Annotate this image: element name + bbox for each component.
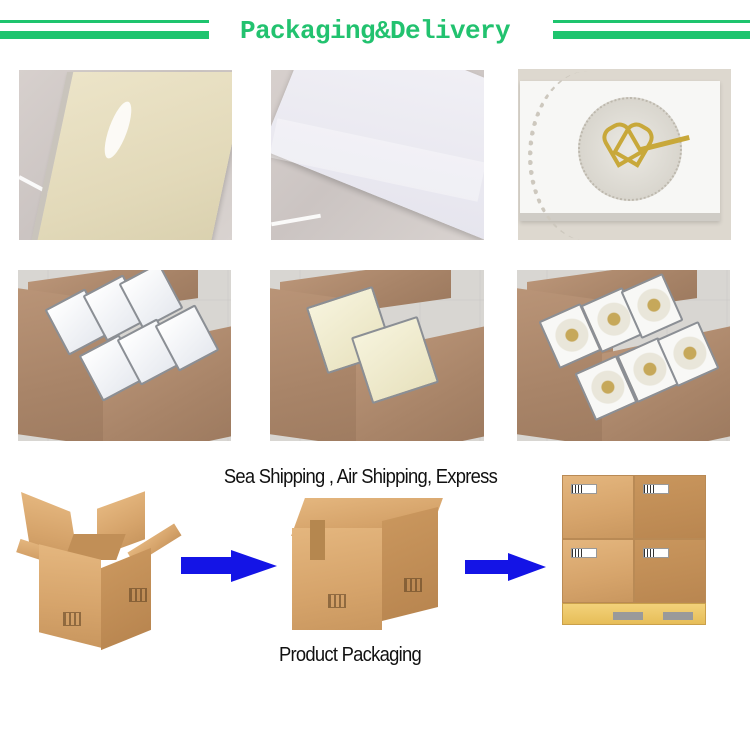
photo-embossed-card <box>518 69 731 240</box>
photo-carton-cream-cards <box>270 270 484 441</box>
barcode-label-icon <box>571 548 597 558</box>
lace-circle <box>578 97 682 201</box>
header-rule-right-thick <box>553 31 750 39</box>
product-packaging-label: Product Packaging <box>279 644 422 666</box>
pallet-carton <box>562 475 634 539</box>
photo-carton-white-packs <box>18 270 231 441</box>
sealed-carton-illustration <box>291 498 443 630</box>
wooden-pallet <box>562 603 706 625</box>
photo-carton-embossed-cards <box>517 270 730 441</box>
floor-light-reflection <box>271 213 321 227</box>
handling-symbols-icon <box>129 588 147 602</box>
arrow-right-icon <box>181 550 277 582</box>
header-rule-left-thick <box>0 31 209 39</box>
pallet-carton <box>634 539 706 603</box>
cream-paper-stack <box>26 72 232 240</box>
header-rule-left-thin <box>0 20 209 23</box>
barcode-label-icon <box>643 548 669 558</box>
palletized-cartons-illustration <box>562 475 706 625</box>
pallet-carton <box>634 475 706 539</box>
packing-tape <box>310 520 325 560</box>
gold-heart-icon <box>606 123 646 161</box>
embossed-card <box>520 71 720 240</box>
handling-symbols-icon <box>404 578 422 592</box>
box-side <box>382 507 438 621</box>
photo-cream-paper-stack <box>19 70 232 240</box>
shipping-methods-label: Sea Shipping , Air Shipping, Express <box>223 466 498 488</box>
pallet-carton <box>562 539 634 603</box>
box-front <box>39 544 101 648</box>
arrow-right-icon <box>465 553 547 581</box>
handling-symbols-icon <box>63 612 81 626</box>
box-front <box>292 528 382 630</box>
barcode-label-icon <box>643 484 669 494</box>
barcode-label-icon <box>571 484 597 494</box>
handling-symbols-icon <box>328 594 346 608</box>
header-rule-right-thin <box>553 20 750 23</box>
section-title: Packaging&Delivery <box>239 16 511 46</box>
open-carton-illustration <box>16 491 182 651</box>
photo-white-paper-stack <box>271 70 484 240</box>
lace-arc <box>528 71 648 240</box>
